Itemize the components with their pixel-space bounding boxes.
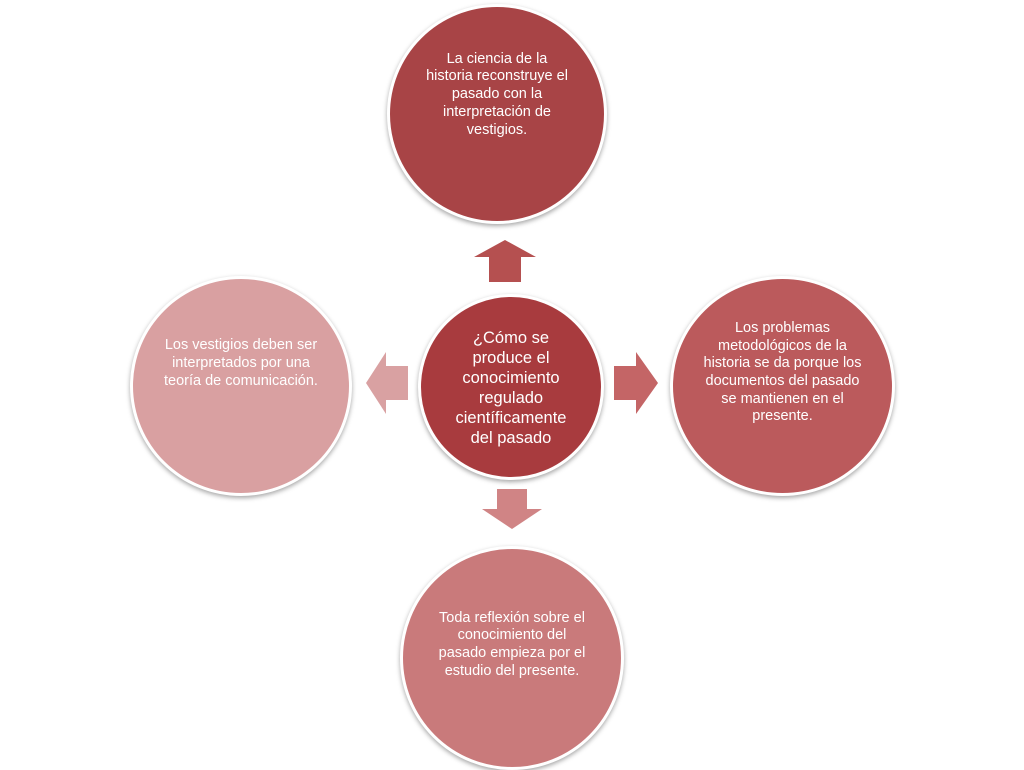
node-top-text: La ciencia de la historia reconstruye el… bbox=[426, 50, 568, 138]
arrow-up-icon bbox=[474, 240, 536, 282]
node-left: Los vestigios deben ser interpretados po… bbox=[130, 276, 352, 496]
node-center: ¿Cómo se produce el conocimiento regulad… bbox=[418, 294, 604, 480]
arrow-down-shape bbox=[482, 489, 542, 529]
arrow-left-icon bbox=[366, 352, 408, 414]
node-bottom-text: Toda reflexión sobre el conocimiento del… bbox=[438, 609, 586, 679]
arrow-right-icon bbox=[614, 352, 658, 414]
arrow-down-icon bbox=[482, 489, 542, 529]
arrow-right-shape bbox=[614, 352, 658, 414]
node-right-text: Los problemas metodológicos de la histor… bbox=[703, 319, 862, 425]
arrow-left-shape bbox=[366, 352, 408, 414]
node-left-text: Los vestigios deben ser interpretados po… bbox=[164, 337, 318, 389]
arrow-up-shape bbox=[474, 240, 536, 282]
node-center-text: ¿Cómo se produce el conocimiento regulad… bbox=[455, 328, 567, 448]
node-bottom: Toda reflexión sobre el conocimiento del… bbox=[400, 546, 624, 770]
node-right: Los problemas metodológicos de la histor… bbox=[670, 276, 895, 496]
node-top: La ciencia de la historia reconstruye el… bbox=[387, 4, 607, 224]
